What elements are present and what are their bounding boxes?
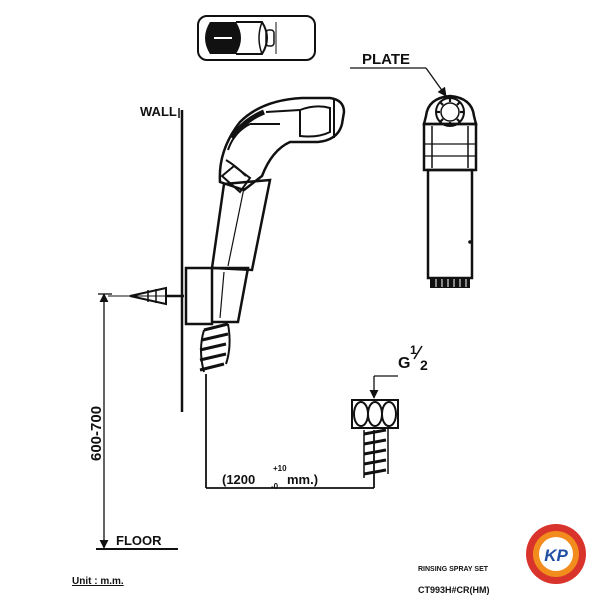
height-dimension: [96, 293, 178, 550]
hex-nut-connector: [351, 399, 399, 429]
hose-tolerance-plus: +10: [273, 464, 287, 473]
wall-label: WALL: [140, 104, 177, 119]
hose-tolerance-minus: -0: [271, 482, 279, 491]
thread-numerator: 1: [410, 343, 417, 357]
logo-text: KP: [544, 546, 568, 565]
thread-denominator: 2: [420, 357, 428, 373]
anchor-screw: [108, 286, 184, 306]
sprayer-front-view: [422, 94, 478, 288]
spray-head-top-view: [197, 15, 316, 61]
height-label: 600-700: [88, 406, 105, 461]
thread-g-label: G: [398, 355, 410, 372]
hose-run: [206, 426, 389, 489]
hose-length-open: (1200: [222, 472, 255, 487]
product-name: RINSING SPRAY SET: [418, 566, 489, 573]
plate-label: PLATE: [362, 51, 410, 68]
hose-length-unit: mm.): [287, 472, 318, 487]
unit-note: Unit : m.m.: [72, 576, 124, 587]
sprayer-side-view: [184, 96, 346, 488]
floor-label: FLOOR: [116, 533, 162, 548]
model-number: CT993H#CR(HM): [418, 585, 490, 595]
brand-logo: KP: [526, 524, 586, 584]
